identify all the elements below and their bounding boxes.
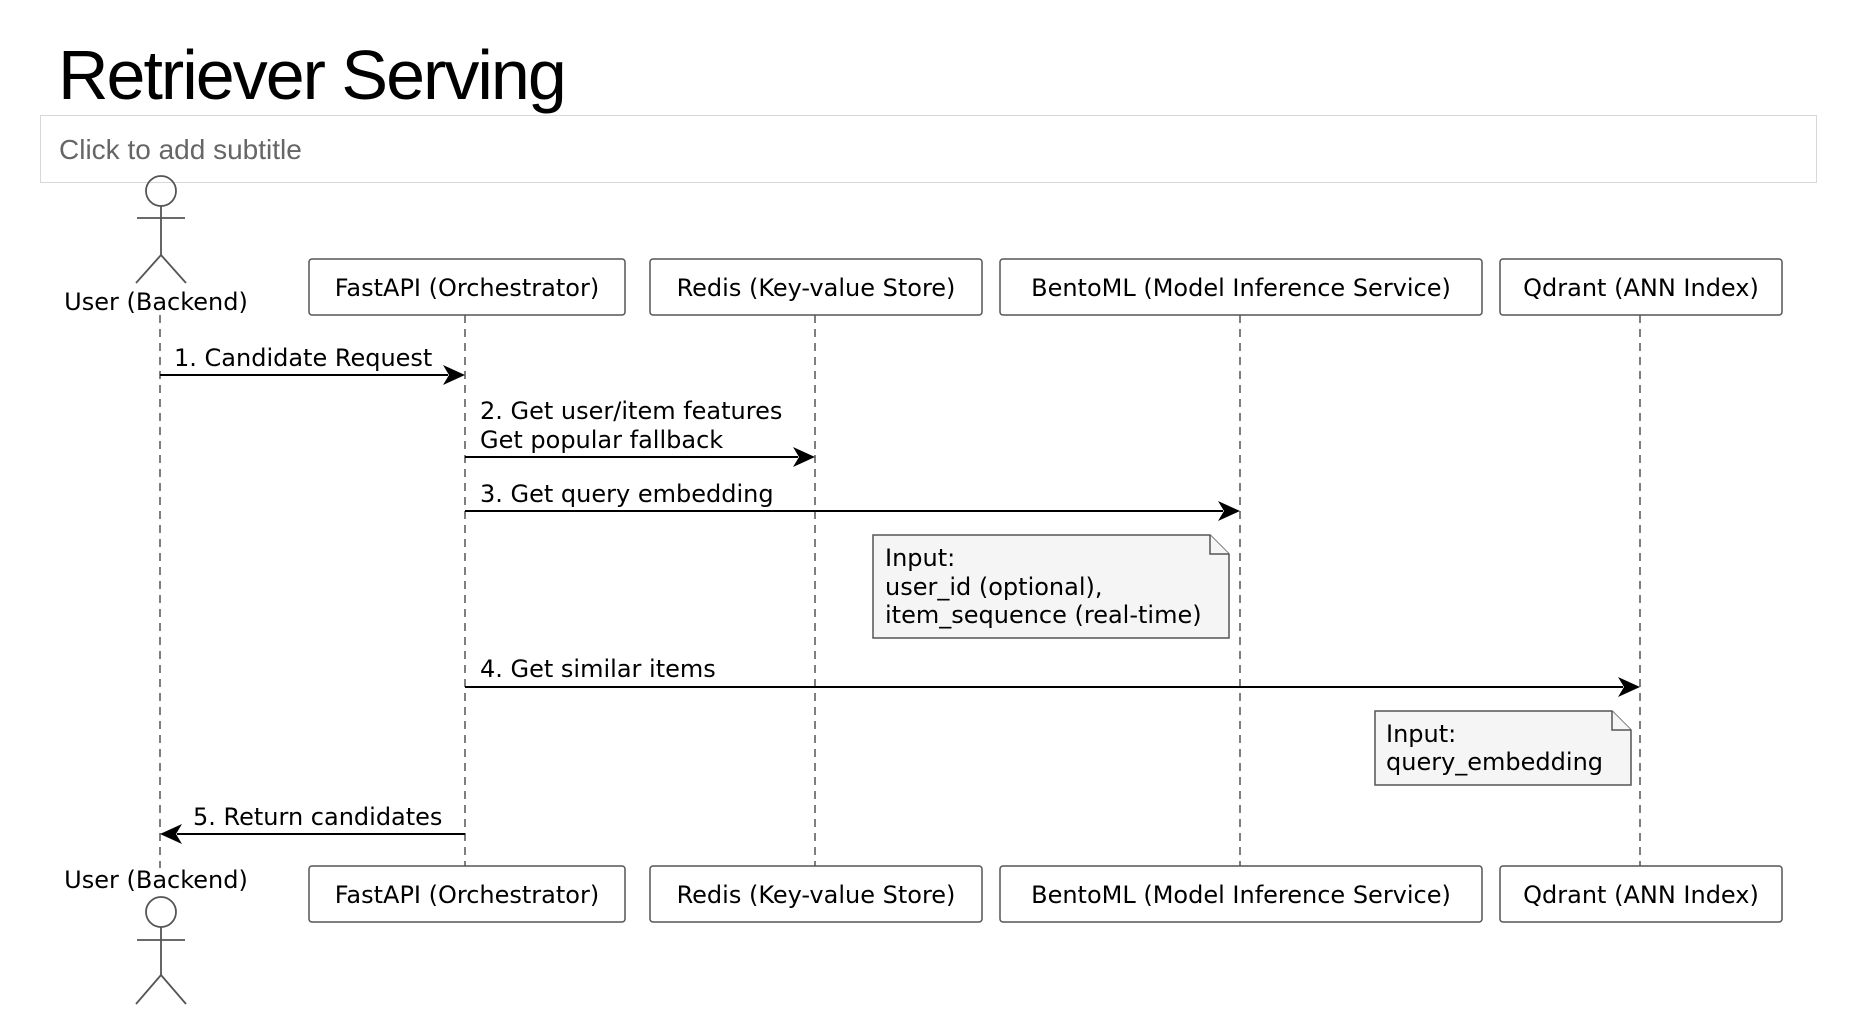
participant-fastapi-label-bottom: FastAPI (Orchestrator) bbox=[335, 881, 599, 909]
participant-qdrant-top: Qdrant (ANN Index) bbox=[1499, 258, 1783, 316]
note-qdrant-input: Input: query_embedding bbox=[1374, 710, 1632, 786]
participant-fastapi-bottom: FastAPI (Orchestrator) bbox=[308, 865, 626, 923]
actor-user-top-icon bbox=[135, 175, 187, 284]
actor-user-bottom-icon bbox=[135, 896, 187, 1005]
participant-redis-top: Redis (Key-value Store) bbox=[649, 258, 983, 316]
participant-qdrant-bottom: Qdrant (ANN Index) bbox=[1499, 865, 1783, 923]
message-get-features: 2. Get user/item features Get popular fa… bbox=[465, 397, 815, 467]
participant-qdrant-label-top: Qdrant (ANN Index) bbox=[1523, 274, 1759, 302]
subtitle-placeholder-text: Click to add subtitle bbox=[59, 134, 302, 165]
message-get-query-embedding: 3. Get query embedding bbox=[465, 480, 1240, 521]
participant-user-label-bottom: User (Backend) bbox=[64, 866, 248, 894]
participant-bentoml-label-top: BentoML (Model Inference Service) bbox=[1031, 274, 1451, 302]
participant-fastapi-label-top: FastAPI (Orchestrator) bbox=[335, 274, 599, 302]
participant-bentoml-top: BentoML (Model Inference Service) bbox=[999, 258, 1483, 316]
participant-redis-label-top: Redis (Key-value Store) bbox=[677, 274, 956, 302]
participant-fastapi-top: FastAPI (Orchestrator) bbox=[308, 258, 626, 316]
participant-redis-label-bottom: Redis (Key-value Store) bbox=[677, 881, 956, 909]
slide-title[interactable]: Retriever Serving bbox=[58, 36, 567, 114]
message-candidate-request: 1. Candidate Request bbox=[160, 344, 465, 385]
subtitle-placeholder-box[interactable]: Click to add subtitle bbox=[40, 115, 1817, 183]
note-2-line-2: query_embedding bbox=[1386, 748, 1603, 776]
message-4-label: 4. Get similar items bbox=[480, 655, 716, 683]
message-5-label: 5. Return candidates bbox=[193, 803, 442, 831]
participant-bentoml-bottom: BentoML (Model Inference Service) bbox=[999, 865, 1483, 923]
participant-bentoml-label-bottom: BentoML (Model Inference Service) bbox=[1031, 881, 1451, 909]
message-return-candidates: 5. Return candidates bbox=[160, 803, 465, 844]
note-bentoml-input: Input: user_id (optional), item_sequence… bbox=[872, 534, 1230, 639]
message-3-label: 3. Get query embedding bbox=[480, 480, 774, 508]
participant-user-label-top: User (Backend) bbox=[64, 288, 248, 316]
note-1-line-3: item_sequence (real-time) bbox=[885, 601, 1202, 629]
message-1-label: 1. Candidate Request bbox=[174, 344, 432, 372]
note-1-line-1: Input: bbox=[885, 544, 955, 572]
message-2-label-line-2: Get popular fallback bbox=[480, 426, 723, 454]
participant-qdrant-label-bottom: Qdrant (ANN Index) bbox=[1523, 881, 1759, 909]
note-2-line-1: Input: bbox=[1386, 720, 1456, 748]
participant-redis-bottom: Redis (Key-value Store) bbox=[649, 865, 983, 923]
note-1-line-2: user_id (optional), bbox=[885, 573, 1103, 601]
message-2-label-line-1: 2. Get user/item features bbox=[480, 397, 782, 425]
message-get-similar-items: 4. Get similar items bbox=[465, 655, 1640, 697]
